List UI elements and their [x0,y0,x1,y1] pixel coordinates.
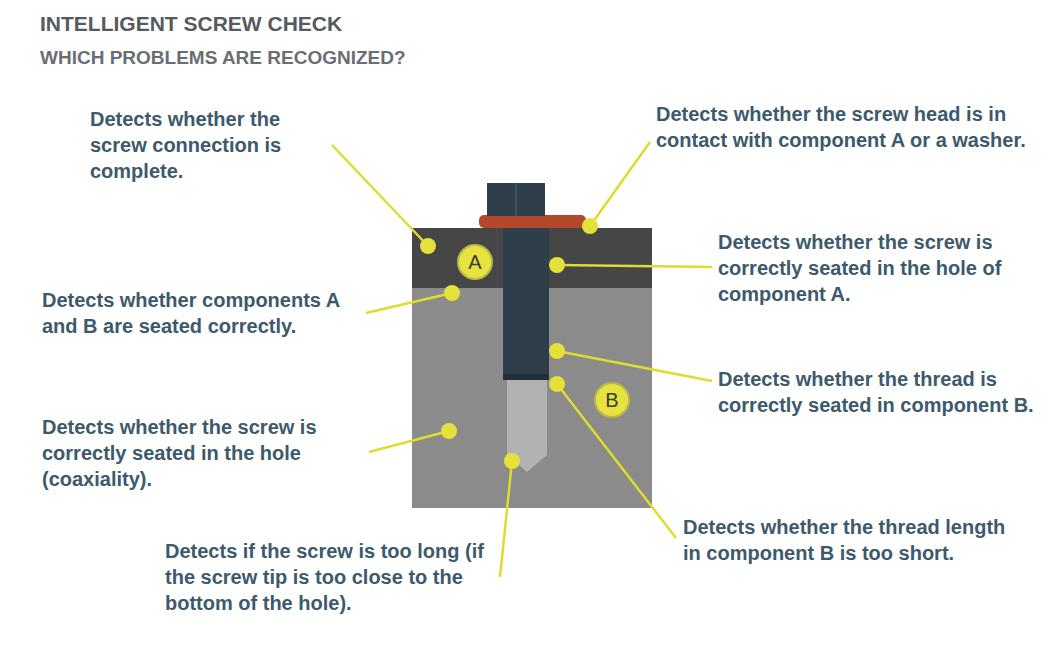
callout-text: Detects whether the screw connection is … [90,106,330,184]
diagram-title: INTELLIGENT SCREW CHECK [40,12,342,36]
callout-text: Detects whether components A and B are s… [42,287,342,339]
head-edge [515,183,517,216]
callout-text: Detects whether the screw is correctly s… [42,414,362,492]
component-letter: A [468,251,481,274]
callout-dots [420,218,598,469]
component-marker: A [457,244,493,280]
washer [479,215,586,228]
subtitle: WHICH PROBLEMS ARE RECOGNIZED? [40,47,406,69]
callout-text: Detects whether the thread length in com… [683,514,1028,566]
callout-text: Detects whether the screw is correctly s… [718,229,1048,307]
callout-text: Detects whether the thread is correctly … [718,366,1038,418]
screw-head [487,183,545,216]
callout-text: Detects if the screw is too long (if the… [165,538,485,616]
component-marker: B [594,382,630,418]
component-letter: B [605,389,618,412]
screw-shank [503,228,549,380]
callout-text: Detects whether the screw head is in con… [656,101,1051,153]
screw-tip [503,374,549,380]
leader-lines [332,142,712,577]
